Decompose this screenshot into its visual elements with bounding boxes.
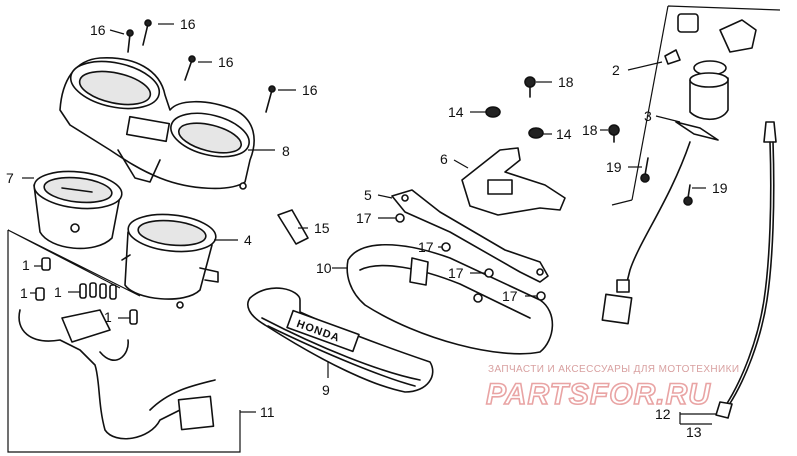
callout-5: 5	[364, 187, 372, 203]
callout-6: 6	[440, 151, 448, 167]
callout-1-b: 1	[54, 284, 62, 300]
callout-17-d: 17	[502, 288, 518, 304]
instrument-lower-case	[346, 243, 554, 355]
bulb-sockets	[35, 257, 138, 325]
tachometer-gauge	[33, 170, 123, 250]
callout-19-b: 19	[712, 180, 728, 196]
callout-12: 12	[655, 406, 671, 422]
speedometer-gauge	[121, 213, 219, 309]
screws-18	[524, 76, 620, 143]
callout-3: 3	[644, 108, 652, 124]
leader-lines	[22, 23, 716, 425]
callout-1-d: 1	[20, 285, 28, 301]
callout-7: 7	[6, 170, 14, 186]
callout-4: 4	[244, 232, 252, 248]
callout-10: 10	[316, 260, 332, 276]
callout-15: 15	[314, 220, 330, 236]
callout-19-a: 19	[606, 159, 622, 175]
wiring-harness	[18, 309, 216, 440]
callout-8: 8	[282, 143, 290, 159]
group-frame	[7, 229, 241, 453]
callout-9: 9	[322, 382, 330, 398]
callout-13: 13	[686, 424, 702, 440]
callout-17-a: 17	[356, 210, 372, 226]
callout-11: 11	[260, 404, 275, 420]
callout-16-c: 16	[218, 54, 234, 70]
callout-14-a: 14	[448, 104, 464, 120]
callout-18-a: 18	[558, 74, 574, 90]
callout-2: 2	[612, 62, 620, 78]
watermark: ЗАПЧАСТИ И АКСЕССУАРЫ ДЛЯ МОТОТЕХНИКИ PA…	[485, 364, 739, 412]
switch-cable	[601, 141, 691, 325]
ignition-switch	[664, 13, 757, 141]
callout-17-b: 17	[418, 239, 434, 255]
watermark-caption: ЗАПЧАСТИ И АКСЕССУАРЫ ДЛЯ МОТОТЕХНИКИ	[488, 364, 739, 375]
callout-17-c: 17	[448, 265, 464, 281]
nuts-17	[395, 213, 546, 301]
watermark-brand: PARTSFOR.RU	[486, 378, 711, 411]
screws-16	[126, 19, 276, 113]
screws-19	[640, 157, 693, 206]
callout-16-b: 16	[180, 16, 196, 32]
callout-18-b: 18	[582, 122, 598, 138]
callout-16-d: 16	[302, 82, 318, 98]
callout-16-a: 16	[90, 22, 106, 38]
grommets	[485, 106, 544, 139]
gasket-plate	[277, 209, 309, 245]
meter-stay	[461, 147, 566, 216]
switch-group-frame	[611, 5, 781, 206]
callout-1-c: 1	[104, 309, 112, 325]
callout-labels: 16 16 16 16 8 7 4 1 1 1 1 15 10 9 11 5 6…	[6, 16, 728, 440]
speedometer-cable	[715, 121, 777, 419]
callout-1-a: 1	[22, 257, 30, 273]
instrument-housing	[59, 57, 255, 190]
mounting-bracket	[391, 189, 549, 283]
callout-14-b: 14	[556, 126, 572, 142]
